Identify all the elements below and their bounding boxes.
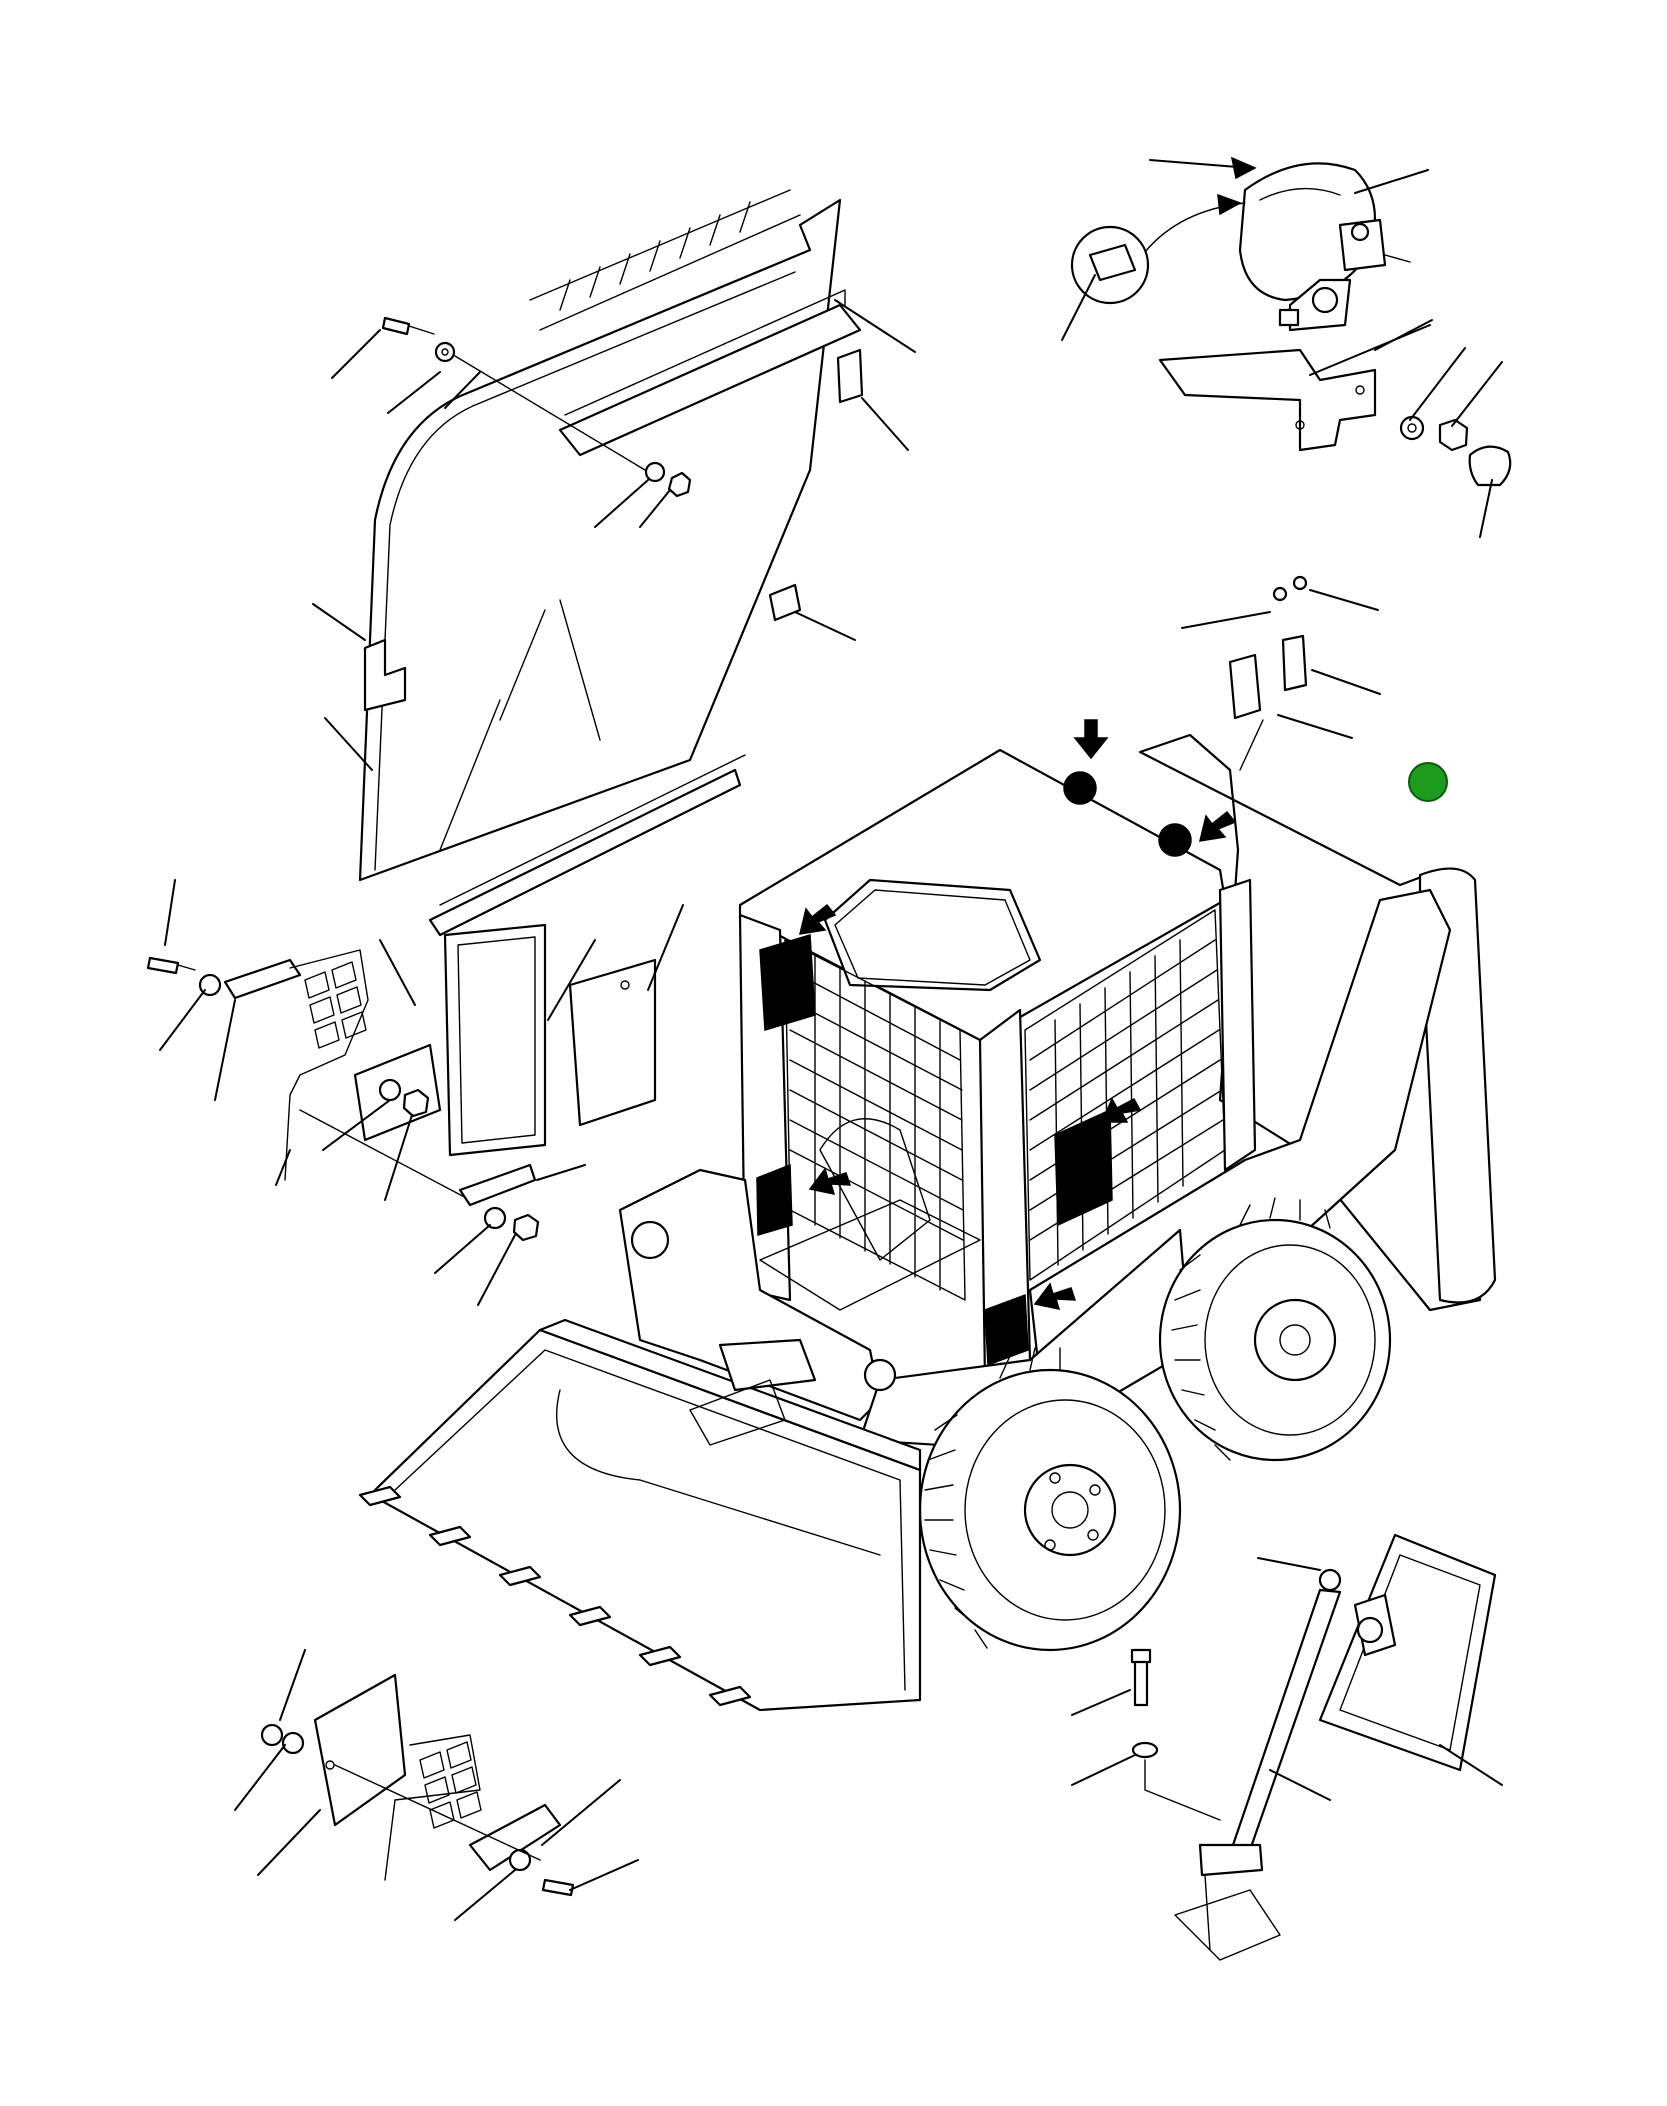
side-window-assembly-bottom-left [260,1673,575,1897]
leader-lines-bottom-left [234,1649,639,1921]
decal-side [984,1293,1029,1367]
hinge-clip-group [363,348,864,712]
leader-lines-bottom-right [1071,1557,1503,1801]
decal-cab-left [756,1163,793,1236]
side-window-assembly-left [146,923,657,1242]
decal-roof-left [759,934,816,1031]
leader-lines-top-right [1061,169,1503,538]
callout-marker-3[interactable] [1408,762,1448,802]
front-tire-tread [924,1347,1061,1649]
rear-tire-tread [1171,1197,1331,1461]
door-glass-assembly [358,189,862,937]
decal-cab-right [1054,1108,1113,1227]
skid-steer-loader [358,719,1497,1712]
bolt-washer-group-top-left [381,316,692,498]
leader-lines-top-left [312,299,916,771]
decal-bracket-right [1181,575,1381,771]
leader-lines-left [159,879,684,1306]
roof-knob-right [1158,823,1192,857]
cab-mesh-left [789,954,964,1291]
roof-knob-left [1063,771,1097,805]
decal-arrows [799,719,1237,1310]
mirror-assembly [1130,1533,1497,1961]
bucket-teeth [358,1485,752,1707]
callout-marker-circle[interactable] [1408,762,1448,802]
work-light-assembly [1070,156,1512,487]
